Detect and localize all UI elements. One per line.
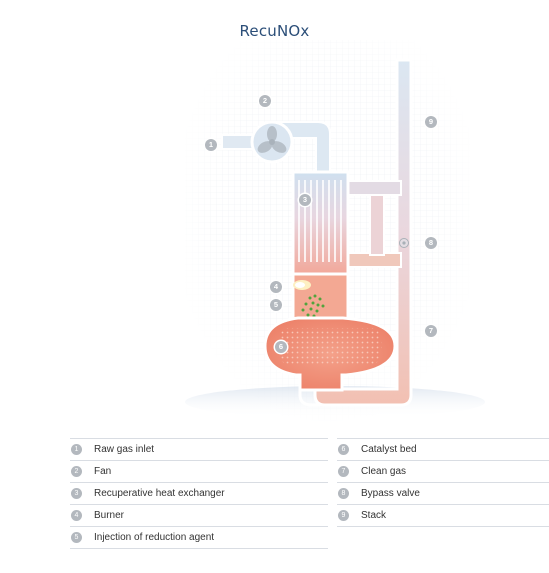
marker-7: 7 (425, 325, 437, 337)
legend-number: 5 (71, 532, 82, 543)
bypass-valve-icon (399, 238, 409, 248)
marker-3: 3 (299, 194, 311, 206)
legend-number: 3 (71, 488, 82, 499)
heat-exchanger-column (291, 170, 350, 276)
legend-label: Raw gas inlet (94, 444, 155, 455)
marker-6: 6 (275, 341, 287, 353)
legend-label: Burner (94, 510, 125, 521)
marker-5: 5 (270, 299, 282, 311)
heat-exchanger-tubes (298, 180, 342, 262)
legend-item: 6 Catalyst bed (337, 438, 549, 461)
marker-9: 9 (425, 116, 437, 128)
legend-label: Clean gas (361, 466, 407, 477)
marker-2: 2 (259, 95, 271, 107)
legend-number: 9 (338, 510, 349, 521)
legend-item: 3 Recuperative heat exchanger (70, 483, 328, 505)
legend-label: Recuperative heat exchanger (94, 488, 225, 499)
upper-crossover-pipe (344, 180, 402, 196)
legend-number: 6 (338, 444, 349, 455)
legend-item: 4 Burner (70, 505, 328, 527)
legend-item: 8 Bypass valve (337, 483, 549, 505)
diagram-title: RecuNOx (239, 22, 310, 40)
marker-8: 8 (425, 237, 437, 249)
catalyst-bed-dots (278, 328, 382, 364)
marker-4: 4 (270, 281, 282, 293)
legend-number: 1 (71, 444, 82, 455)
fan-icon (257, 126, 287, 153)
legend-left-column: 1 Raw gas inlet 2 Fan 3 Recuperative hea… (70, 438, 328, 549)
legend-number: 7 (338, 466, 349, 477)
legend-item: 9 Stack (337, 505, 549, 527)
legend-label: Fan (94, 466, 112, 477)
legend-item: 2 Fan (70, 461, 328, 483)
marker-1: 1 (205, 139, 217, 151)
legend-number: 8 (338, 488, 349, 499)
legend-right-column: 6 Catalyst bed 7 Clean gas 8 Bypass valv… (337, 438, 549, 527)
legend-item: 5 Injection of reduction agent (70, 527, 328, 549)
bypass-pipe (369, 194, 385, 256)
legend-label: Stack (361, 510, 387, 521)
legend-item: 7 Clean gas (337, 461, 549, 483)
burner-flame-icon (293, 280, 311, 290)
legend-item: 1 Raw gas inlet (70, 438, 328, 461)
legend-number: 4 (71, 510, 82, 521)
legend-label: Injection of reduction agent (94, 532, 215, 543)
fan-duct (279, 121, 331, 173)
legend-label: Catalyst bed (361, 444, 417, 455)
legend-number: 2 (71, 466, 82, 477)
legend-label: Bypass valve (361, 488, 420, 499)
